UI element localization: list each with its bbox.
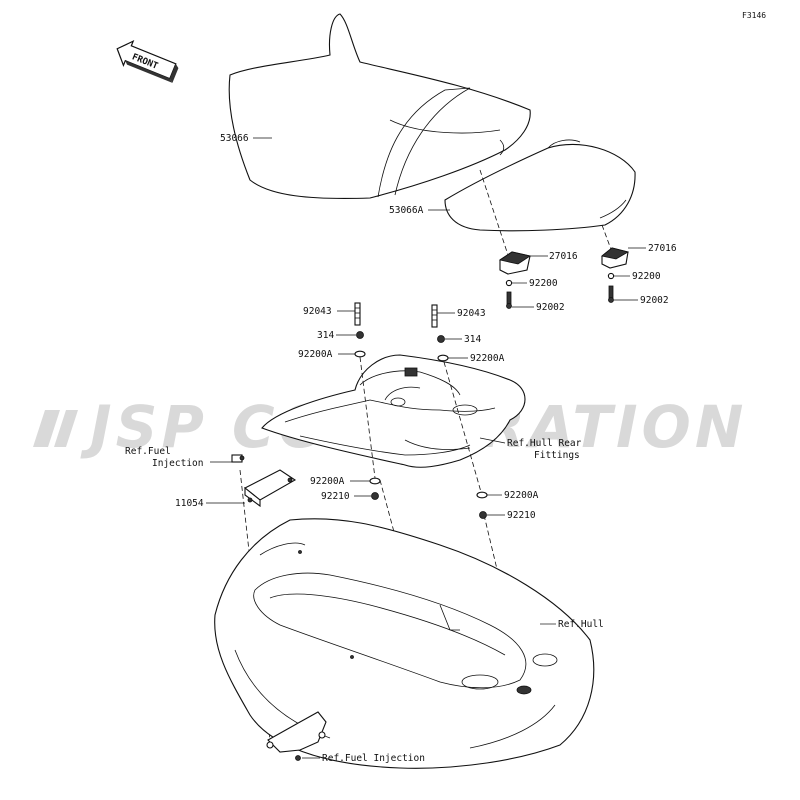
bolt-bracket-left — [506, 291, 512, 309]
nut-top-left — [356, 331, 364, 339]
washer-top-left — [354, 350, 366, 358]
washer-top-right — [437, 354, 449, 362]
label-nut-bottom-left: 92210 — [321, 491, 350, 502]
label-nut-bottom-right: 92210 — [507, 510, 536, 521]
fuel-bracket-bottom — [266, 711, 327, 753]
label-washer-top-right: 92200A — [470, 353, 505, 364]
label-washer-bracket-right: 92200 — [632, 271, 661, 282]
label-nut-top-left: 314 — [317, 330, 334, 341]
washer-bracket-right — [607, 272, 615, 280]
nut-bottom-left — [371, 492, 379, 500]
label-ref-fuel-bottom: Ref.Fuel Injection — [322, 753, 425, 764]
fuel-clip-bottom — [295, 755, 301, 761]
washer-bottom-left — [369, 477, 381, 485]
label-washer-bottom-right: 92200A — [504, 490, 539, 501]
label-stud-right: 92043 — [457, 308, 486, 319]
label-ref-hull-rear-line1: Ref.Hull Rear — [507, 438, 582, 449]
label-ref-fuel-top-line2: Injection — [152, 458, 203, 469]
nut-top-right — [437, 335, 445, 343]
label-ref-hull-rear-line2: Fittings — [534, 450, 580, 461]
label-ref-hull: Ref.Hull — [558, 619, 604, 630]
label-nut-top-right: 314 — [464, 334, 481, 345]
nut-bottom-right — [479, 511, 487, 519]
label-ref-fuel-top-line1: Ref.Fuel — [125, 446, 171, 457]
label-seat-rear: 53066A — [389, 205, 424, 216]
washer-bracket-left — [505, 279, 513, 287]
washer-bottom-right — [476, 491, 488, 499]
hull — [214, 518, 595, 769]
bracket-right — [601, 247, 630, 269]
fuel-bracket — [243, 469, 297, 508]
leader-lines — [206, 137, 646, 759]
front-arrow-icon: FRONT — [116, 40, 179, 83]
label-seat-front: 53066 — [220, 133, 249, 144]
figure-id: F3146 — [742, 11, 766, 20]
label-bolt-bracket-left: 92002 — [536, 302, 565, 313]
label-bracket-right: 27016 — [648, 243, 677, 254]
label-bolt-bracket-right: 92002 — [640, 295, 669, 306]
stud-right — [431, 304, 438, 328]
bracket-left — [498, 251, 532, 275]
label-stud-left: 92043 — [303, 306, 332, 317]
bolt-bracket-right — [608, 285, 614, 303]
hull-rear-fitting — [261, 354, 526, 468]
label-washer-bracket-left: 92200 — [529, 278, 558, 289]
label-fuel-bracket: 11054 — [175, 498, 204, 509]
fuel-clip-top — [231, 454, 245, 463]
label-washer-bottom-left: 92200A — [310, 476, 345, 487]
label-washer-top-left: 92200A — [298, 349, 333, 360]
front-seat — [228, 13, 531, 200]
label-bracket-left: 27016 — [549, 251, 578, 262]
stud-left — [354, 302, 361, 326]
